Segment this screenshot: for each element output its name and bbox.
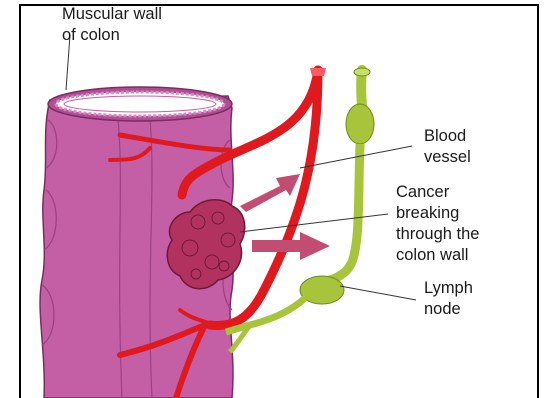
label-cancer: Cancer breaking through the colon wall: [396, 182, 479, 266]
leader-lymph-node: [340, 286, 416, 300]
lymph-vessel: [322, 68, 374, 282]
label-lymph-node: Lymph node: [424, 278, 473, 320]
leader-cancer: [240, 214, 388, 232]
label-muscular-wall: Muscular wall of colon: [62, 4, 162, 46]
label-blood-vessel: Blood vessel: [424, 126, 471, 168]
spread-arrow-upper: [240, 174, 300, 212]
vessel-top-highlight: [310, 68, 326, 76]
